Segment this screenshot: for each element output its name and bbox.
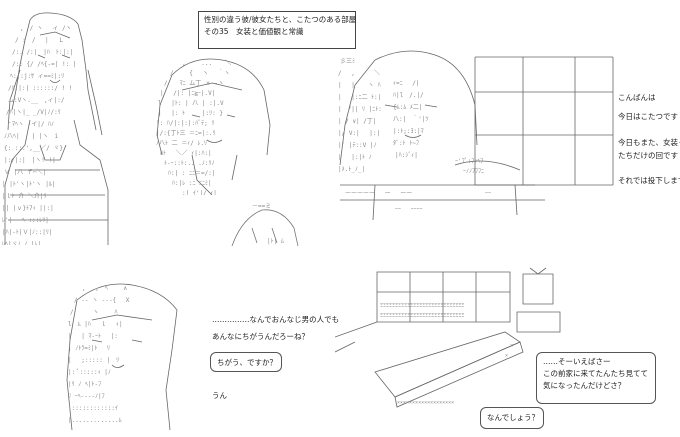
dialogue-right-line-3: 気になったんだけどさ？ (543, 381, 626, 390)
svg-text:ΞΞΞΞΞΞΞΞΞΞΞΞΞΞΞΞΞΞΞΞΞΞΞΞΞΞΞΞ: ΞΞΞΞΞΞΞΞΞΞΞΞΞΞΞΞΞΞΞΞΞΞΞΞΞΞΞΞ (380, 303, 464, 309)
svg-text:Ｖ |八 ｆ⌒＼|: Ｖ |八 ｆ⌒＼| (4, 168, 46, 176)
svg-text:ｒﾏﾍヽ -イ|/ ﾊﾉ: ｒﾏﾍヽ -イ|/ ﾊﾉ (6, 121, 54, 128)
svg-text:| |: ﾄ _ |:ﾘ: }: | |: ﾄ _ |:ﾘ: } (158, 110, 223, 117)
svg-text:| /|: |ﾆ≧ｰ|.V|: | /|: |ﾆ≧ｰ|.V| (160, 90, 215, 97)
svg-text:ｰﾉﾉﾌﾌﾌﾆ: ｰﾉﾉﾌﾌﾌﾆ (463, 168, 484, 175)
svg-text:ｨ=ﾆ /|: ｨ=ﾆ /| (393, 80, 419, 87)
svg-text:ﾍ:|:j:ｻ ィ==ﾐ|:ﾘ: ﾍ:|:j:ｻ ィ==ﾐ|:ﾘ (10, 73, 64, 80)
svg-text:彡三ﾐ: 彡三ﾐ (340, 58, 355, 65)
svg-text:| |:|ﾄ ﾉ: | |:|ﾄ ﾉ (338, 154, 372, 161)
svg-text:/ﾊ:|:| ::::::/ ! !: /ﾊ:|:| ::::::/ ! ! (8, 85, 72, 92)
svg-text:ﾊ|l /.|/: ﾊ|l /.|/ (393, 92, 424, 99)
svg-text:/:: {/ /ﾍ{-=| !: |: /:: {/ /ﾍ{-=| !: | (12, 61, 76, 68)
svg-text:|′ |ﾃ::V |ﾉ: |′ |ﾃ::V |ﾉ (338, 142, 377, 149)
svg-text:ﾚ'| ﾍ :::ﾚﾘ|: ﾚ'| ﾍ :::ﾚﾘ| (2, 217, 49, 224)
svg-text:/ { ヽ ｀ヽ: / { ヽ ｀ヽ (170, 69, 230, 77)
ascii-art-small-figure: －==ミ |ﾄ| ﾑ (222, 198, 302, 248)
narration-line-4: たちだけの回です (618, 151, 678, 160)
title-line-2: その35 女装と価値観と常識 (204, 27, 304, 36)
speech-bubble-chigau: ちがう、ですか？ (210, 352, 282, 372)
svg-text:|| |ｖ}ﾄ7ｨ ||:|: || |ｖ}ﾄ7ｨ ||:| (2, 205, 54, 212)
svg-text:|:/|:| |ヽ! !|: |:/|:| |ヽ! !| (4, 157, 56, 164)
svg-text:ﾉ八ﾄ 二 ＝ｨ/ ﾚ.ﾘ: ﾉ八ﾄ 二 ＝ｨ/ ﾚ.ﾘ (156, 140, 207, 147)
svg-text:/ ヽ ﾊ: / ヽ ﾊ (70, 309, 117, 316)
svg-text:l ﾑ |ﾊ ｌ ｨ|: l ﾑ |ﾊ ｌ ｨ| (68, 321, 123, 328)
svg-text:/ﾊ|ヽ|_ _/V|ﾉ/:ﾘ: /ﾊ|ヽ|_ _/V|ﾉ/:ﾘ (6, 109, 61, 116)
svg-text:|ﾒ.ﾄ_ﾉ_|: |ﾒ.ﾄ_ﾉ_| (338, 166, 365, 173)
svg-text:/ , ＼: / , ＼ (338, 70, 380, 77)
svg-text:ーーーーー ー ーー: ーーーーー ー ーー (345, 190, 412, 197)
svg-text:| |ﾄ'ヽ|ﾄ'ヽ |ﾙ|: | |ﾄ'ヽ|ﾄ'ヽ |ﾙ| (2, 181, 56, 188)
svg-text:ﾀﾞ:ﾄ ﾄ~ﾌ: ﾀﾞ:ﾄ ﾄ~ﾌ (393, 140, 419, 147)
svg-text:| ;::::: | ﾘ: | ;::::: | ﾘ (68, 357, 119, 364)
svg-text:ム:Vヽ.__ ,ィ|:/: ム:Vヽ.__ ,ィ|:/ (8, 97, 65, 104)
narration-line-2: 今日はこたつです (618, 112, 678, 121)
svg-text:ｰ'ﾌﾟ:ﾌﾝﾍﾌ: ｰ'ﾌﾟ:ﾌﾝﾍﾌ (455, 158, 483, 165)
svg-text:ﾚﾍ|ヾﾉ_ﾉ_|ﾚ|: ﾚﾍ|ヾﾉ_ﾉ_|ﾚ| (2, 241, 41, 245)
title-box: 性別の違う彼/彼女たちと、こたつのある部屋 その35 女装と価値観と常識 (198, 11, 356, 49)
narration-line-1: こんばんは (618, 93, 656, 102)
ascii-art-character-girl-1: , / ヽ ィ /ヽ / : / | Ｌ /:. /:| |ﾊ ﾄ:|:| /:… (0, 10, 112, 245)
svg-text:/:. /:| |ﾊ ﾄ:|:|: /:. /:| |ﾊ ﾄ:|:| (12, 49, 73, 56)
speech-bubble-nandeshou: なんでしょう？ (480, 407, 544, 429)
svg-text:|:ﾄ;:ﾖ:|ﾏ: |:ﾄ;:ﾖ:|ﾏ (393, 128, 424, 135)
svg-text:| /|| ﾘ |ﾆﾄ:: | /|| ﾘ |ﾆﾄ: (338, 106, 382, 113)
svg-text:|ﾄ| ﾑ: |ﾄ| ﾑ (267, 238, 284, 245)
dialogue-left-reply: うん (212, 391, 227, 400)
svg-text:ﾊﾄ ＼／ ｨ|:ﾊ:|: ﾊﾄ ＼／ ｨ|:ﾊ:| (160, 150, 212, 157)
svg-text:| ﾉﾄﾗ=ﾐ|ﾄ ﾘ: | ﾉﾄﾗ=ﾐ|ﾄ ﾘ (68, 345, 110, 352)
svg-text:×: × (505, 353, 508, 359)
svg-text:| / ∨| /丁|: | / ∨| /丁| (338, 118, 377, 125)
svg-text:八:| ｀'|ﾂ: 八:| ｀'|ﾂ (393, 115, 428, 123)
dialogue-right-line-1: ……そーいえばさー (543, 357, 611, 366)
svg-text:ﾉ八ﾍ| | |ヽ i: ﾉ八ﾍ| | |ヽ i (4, 133, 58, 140)
svg-text:/ -- ヽ ---{ X: / -- ヽ ---{ X (74, 297, 130, 304)
svg-text:ﾄ-ｰ::ﾄ:.. .ﾉ:ﾘﾉ: ﾄ-ｰ::ﾄ:.. .ﾉ:ﾘﾉ (164, 160, 215, 167)
svg-text:|: ﾟ:::::ｨ |ﾉ: |: ﾟ:::::ｨ |ﾉ (68, 369, 111, 376)
narration-line-3: 今日もまた、女装っ娘 (618, 138, 680, 147)
svg-text:|/:{丁ﾄ三 ＝ﾆ=|:.ﾘ: |/:{丁ﾄ三 ＝ﾆ=|:.ﾘ (156, 130, 216, 137)
svg-text:×××××××××××××××××××: ××××××××××××××××××× (397, 400, 454, 406)
svg-text:| | ﾏ-ｰﾄ |:: | | ﾏ-ｰﾄ |: (68, 333, 118, 340)
ascii-art-character-girl-2: , ... ＼ / { ヽ ｀ヽ / ﾏﾆ ム丁 ｘ -ヽ | /|: |ﾆ≧ｰ… (152, 55, 280, 195)
ascii-art-character-window-scene: 彡三ﾐ / , ＼ | | ヽ ﾊ | |:ﾆ二 ﾄ:| | /|| ﾘ |ﾆﾄ… (335, 45, 615, 220)
svg-text:ﾊ:| : ﾆﾆ＝=/:|: ﾊ:| : ﾆﾆ＝=/:| (168, 170, 216, 177)
svg-text:|ﾊ:ｼﾞｨ|: |ﾊ:ｼﾞｨ| (395, 152, 418, 159)
svg-text:{ﾑ:ﾑ ﾒ二|: {ﾑ:ﾑ ﾒ二| (393, 104, 422, 111)
svg-text:－==ミ: －==ミ (252, 203, 271, 210)
svg-text:l |ﾄ: | 八 | :|.V: l |ﾄ: | 八 | :|.V (158, 100, 224, 107)
svg-text:|ｌﾄ 介 ＼介|ﾘ: |ｌﾄ 介 ＼介|ﾘ (2, 193, 46, 200)
svg-text:|: ﾊ/|:|:|:ﾊﾟﾃ; ﾘ: |: ﾊ/|:|:|:ﾊﾟﾃ; ﾘ (156, 120, 214, 127)
svg-text:|::::::::::::ｲ: |::::::::::::ｲ (68, 405, 118, 412)
narration-line-5: それでは投下します (618, 176, 680, 185)
dialogue-left-line-1: ……………なんでおんなじ男の人でも (212, 315, 340, 324)
svg-text:|.............ﾑ: |.............ﾑ (68, 417, 122, 424)
speech-bubble-right-dialogue: ……そーいえばさー この前家に来てたんたち見てて 気になったんだけどさ？ (536, 352, 656, 404)
dialogue-right-line-2: この前家に来てたんたち見てて (543, 369, 648, 378)
title-line-1: 性別の違う彼/彼女たちと、こたつのある部屋 (204, 15, 357, 24)
svg-text::| ｲ'|/ ｨ|: :| ｲ'|/ ｨ| (182, 190, 217, 195)
svg-text:ｰｰ: ｰｰ (485, 190, 491, 197)
svg-text:{: ::.',__／/ ヾ}: {: ::.',__／/ ヾ} (4, 145, 63, 152)
svg-text:|ﾘ ﾉ ﾍ|ﾄ-ﾌ: |ﾘ ﾉ ﾍ|ﾄ-ﾌ (68, 381, 101, 388)
svg-text:ΞΞΞΞΞΞΞΞΞΞΞΞΞΞΞΞΞΞΞΞΞΞΞΞΞΞΞΞ: ΞΞΞΞΞΞΞΞΞΞΞΞΞΞΞΞΞΞΞΞΞΞΞΞΞΞΞΞ (380, 313, 464, 319)
svg-text:|/ V:| |:|: |/ V:| |:| (338, 130, 380, 137)
svg-text:|ﾊ|-ﾄ|Ｖ|ﾉ::|ﾘ|: |ﾊ|-ﾄ|Ｖ|ﾉ::|ﾘ| (2, 229, 53, 236)
svg-text:ﾊ:|ﾚ :ﾆ ﾆﾆﾐ|: ﾊ:|ﾚ :ﾆ ﾆﾆﾐ| (172, 180, 212, 187)
svg-text:, / ヽ ィ /ヽ: , / ヽ ィ /ヽ (20, 25, 72, 32)
svg-text:/ : / | Ｌ: / : / | Ｌ (15, 37, 64, 44)
svg-text:, , ﾍ ∧: , , ﾍ ∧ (82, 285, 127, 292)
svg-text:/ ﾏﾆ ム丁 ｘ -ヽ: / ﾏﾆ ム丁 ｘ -ヽ (164, 80, 224, 87)
svg-text:ｰｰ ｰｰｰｰ: ｰｰ ｰｰｰｰ (395, 206, 423, 213)
svg-text:| |:ﾆ二 ﾄ:|: | |:ﾆ二 ﾄ:| (338, 94, 381, 101)
svg-text:×: × (510, 343, 513, 349)
svg-text:| | ヽ ﾊ: | | ヽ ﾊ (338, 82, 381, 89)
ascii-art-room-scene: ΞΞΞΞΞΞΞΞΞΞΞΞΞΞΞΞΞΞΞΞΞΞΞΞΞΞΞΞ ΞΞΞΞΞΞΞΞΞΞΞ… (335, 262, 585, 422)
svg-text:, ... ＼: , ... ＼ (182, 60, 231, 67)
ascii-art-character-girl-3: , , ﾍ ∧ / -- ヽ ---{ X / ヽ ﾊ l ﾑ |ﾊ ｌ ｨ| … (62, 280, 182, 430)
svg-text:ﾘ ｰﾍ----ﾉ|ﾌ: ﾘ ｰﾍ----ﾉ|ﾌ (68, 393, 105, 400)
dialogue-left-line-2: あんなにちがうんだろーね？ (212, 332, 310, 341)
